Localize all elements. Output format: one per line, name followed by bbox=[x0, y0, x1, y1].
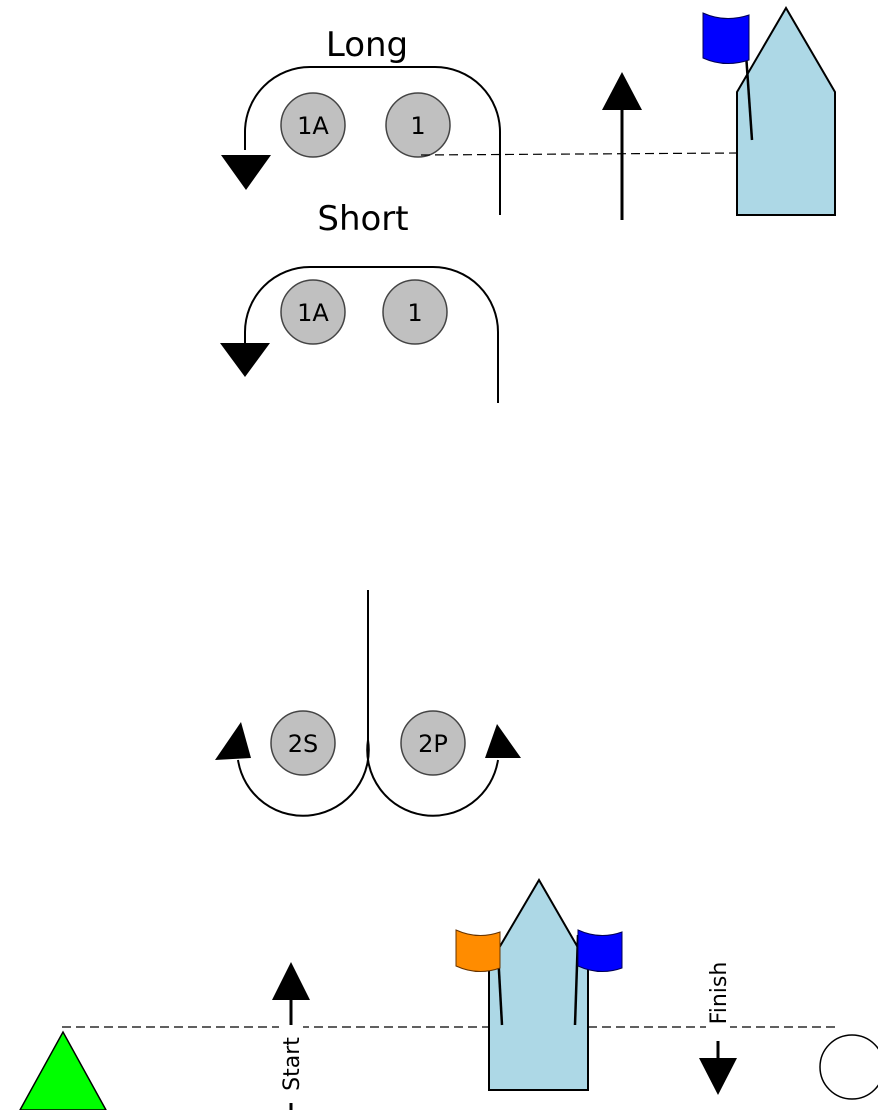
finish-label-backing bbox=[706, 945, 730, 1041]
short-course-down-arrow bbox=[220, 343, 270, 377]
bottom-committee-boat bbox=[488, 878, 589, 1091]
finish-label: Finish bbox=[707, 962, 732, 1025]
long-mark-1-label: 1 bbox=[410, 112, 425, 140]
long-mark-1-to-boat-line bbox=[420, 152, 739, 156]
short-course-label: Short bbox=[317, 199, 408, 239]
short-course-rounding-path bbox=[244, 266, 499, 403]
long-mark-1a-label: 1A bbox=[297, 112, 329, 140]
gate-mark-2s: 2S bbox=[270, 710, 336, 776]
start-arrow-head bbox=[272, 962, 310, 1000]
long-course-rounding-path bbox=[244, 66, 501, 215]
gate-port-rounding-path bbox=[366, 739, 499, 817]
short-mark-1a: 1A bbox=[280, 279, 346, 345]
long-mark-1: 1 bbox=[385, 92, 451, 158]
long-mark-1-buoy bbox=[385, 92, 451, 158]
short-mark-1a-label: 1A bbox=[297, 299, 329, 327]
gate-mark-2s-buoy bbox=[270, 710, 336, 776]
gate-right-up-arrow bbox=[485, 724, 521, 758]
finish-end-white-buoy bbox=[819, 1034, 878, 1100]
gate-left-up-arrow bbox=[215, 722, 251, 760]
bottom-boat-blue-flag bbox=[577, 929, 623, 972]
long-course-label: Long bbox=[326, 25, 408, 65]
gate-mark-2p-label: 2P bbox=[418, 730, 448, 758]
short-mark-1-label: 1 bbox=[407, 299, 422, 327]
long-mark-1a-buoy bbox=[280, 92, 346, 158]
upwind-arrow-head bbox=[602, 72, 642, 110]
short-mark-1a-buoy bbox=[280, 279, 346, 345]
start-label: Start bbox=[280, 1037, 305, 1091]
long-mark-1a: 1A bbox=[280, 92, 346, 158]
gate-mark-2p-buoy bbox=[400, 710, 466, 776]
start-label-backing bbox=[279, 1025, 303, 1103]
short-mark-1-buoy bbox=[382, 279, 448, 345]
gate-mark-2p: 2P bbox=[400, 710, 466, 776]
short-mark-1: 1 bbox=[382, 279, 448, 345]
long-course-down-arrow bbox=[221, 155, 271, 190]
bottom-boat-orange-flag bbox=[455, 929, 501, 972]
pin-end-green-buoy bbox=[19, 1030, 107, 1110]
top-committee-boat bbox=[736, 6, 836, 216]
gate-mark-2s-label: 2S bbox=[288, 730, 319, 758]
top-boat-blue-flag bbox=[702, 12, 750, 64]
gate-starboard-rounding-path bbox=[237, 739, 370, 817]
finish-arrow-head bbox=[699, 1058, 737, 1095]
